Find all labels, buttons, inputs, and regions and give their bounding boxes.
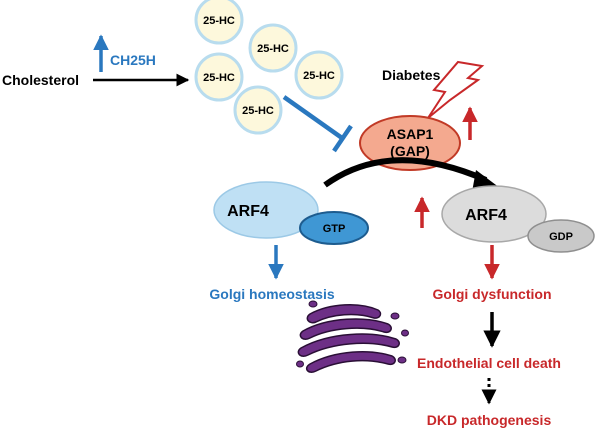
asap1-node: ASAP1 (GAP) <box>359 115 461 171</box>
hc-vesicle: 25-HC <box>233 85 283 135</box>
endothelial-death-label: Endothelial cell death <box>417 355 561 371</box>
hc-vesicle-label: 25-HC <box>242 105 274 117</box>
golgi-dysfunction-label: Golgi dysfunction <box>433 286 552 302</box>
hc-vesicle: 25-HC <box>248 23 298 73</box>
hc-vesicle: 25-HC <box>194 52 244 102</box>
ch25h-label: CH25H <box>110 52 156 68</box>
lightning-icon <box>427 60 485 119</box>
inhibition-arrow <box>282 95 353 153</box>
golgi-apparatus-icon <box>296 300 409 373</box>
arf4-gdp-node: ARF4 GDP <box>441 185 595 253</box>
asap1-gap-label: (GAP) <box>390 143 430 159</box>
asap1-label: ASAP1 <box>387 126 434 142</box>
golgi-homeostasis-label: Golgi homeostasis <box>209 286 334 302</box>
diabetes-label: Diabetes <box>382 67 441 83</box>
gdp-label: GDP <box>549 231 573 243</box>
hc-vesicle-label: 25-HC <box>203 15 235 27</box>
arf4-right-label: ARF4 <box>465 207 507 224</box>
arf4-left-label: ARF4 <box>227 203 269 220</box>
gtp-to-gdp-curve-arrow <box>323 157 488 188</box>
hc-vesicle: 25-HC <box>194 0 244 45</box>
hc-vesicle: 25-HC <box>294 50 344 100</box>
arf4-gtp-node: ARF4 GTP <box>213 181 369 245</box>
hc-vesicle-label: 25-HC <box>203 72 235 84</box>
hc-vesicle-label: 25-HC <box>303 70 335 82</box>
dkd-pathogenesis-label: DKD pathogenesis <box>427 412 552 428</box>
cholesterol-label: Cholesterol <box>2 72 79 88</box>
hc-vesicle-label: 25-HC <box>257 43 289 55</box>
gtp-label: GTP <box>323 223 346 235</box>
